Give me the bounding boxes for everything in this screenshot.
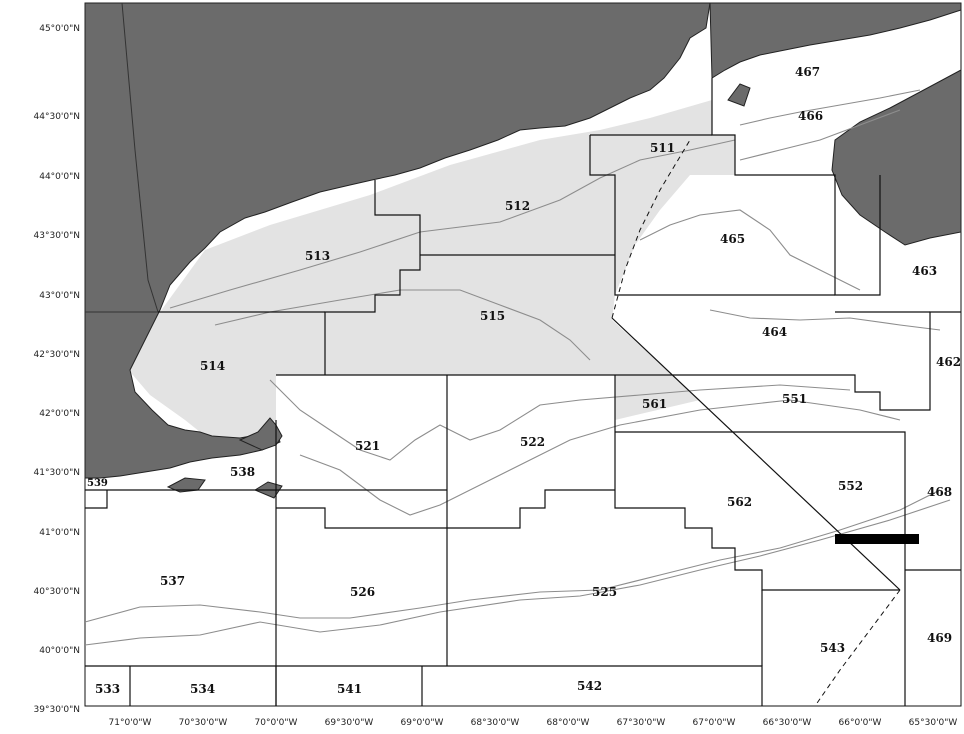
- area-label-542: 542: [577, 679, 602, 693]
- gulf-of-maine-region: [120, 100, 735, 440]
- lat-label: 41°30'0"N: [34, 468, 80, 478]
- eez-dashed-line: [611, 139, 901, 707]
- area-label-525: 525: [592, 585, 617, 599]
- area-label-533: 533: [95, 682, 120, 696]
- area-label-534: 534: [190, 682, 215, 696]
- area-label-464: 464: [762, 325, 787, 339]
- area-label-469: 469: [927, 631, 952, 645]
- area-boundaries: [85, 78, 961, 706]
- marthas-vineyard-island: [166, 477, 206, 493]
- us-mainland-land: [84, 2, 711, 479]
- area-labels: 467 466 511 512 465 463 513 515 464 462 …: [87, 65, 961, 696]
- lat-label: 42°0'0"N: [39, 409, 80, 419]
- area-label-468: 468: [927, 485, 952, 499]
- area-label-465: 465: [720, 232, 745, 246]
- area-label-526: 526: [350, 585, 375, 599]
- area-label-539: 539: [87, 478, 108, 489]
- cape-cod-land: [238, 417, 283, 451]
- depth-contour: [214, 289, 591, 361]
- state-border: [121, 2, 159, 313]
- lon-label: 69°30'0"W: [325, 718, 374, 728]
- lon-label: 68°0'0"W: [547, 718, 590, 728]
- area-label-463: 463: [912, 264, 937, 278]
- scale-bar: [835, 534, 919, 544]
- lon-label: 65°30'0"W: [909, 718, 958, 728]
- lon-label: 66°30'0"W: [763, 718, 812, 728]
- lat-label: 44°0'0"N: [39, 172, 80, 182]
- lon-label: 71°0'0"W: [109, 718, 152, 728]
- lat-label: 42°30'0"N: [34, 350, 80, 360]
- area-label-512: 512: [505, 199, 530, 213]
- area-label-538: 538: [230, 465, 255, 479]
- area-label-462: 462: [936, 355, 961, 369]
- lat-label: 40°30'0"N: [34, 587, 80, 597]
- area-label-541: 541: [337, 682, 362, 696]
- lon-label: 67°30'0"W: [617, 718, 666, 728]
- longitude-labels: 71°0'0"W 70°30'0"W 70°0'0"W 69°30'0"W 69…: [109, 718, 958, 728]
- lat-label: 43°30'0"N: [34, 231, 80, 241]
- lon-label: 69°0'0"W: [401, 718, 444, 728]
- area-label-514: 514: [200, 359, 225, 373]
- depth-contour: [84, 499, 951, 646]
- lat-label: 43°0'0"N: [39, 291, 80, 301]
- lat-label: 45°0'0"N: [39, 24, 80, 34]
- depth-contour: [639, 209, 861, 291]
- area-label-466: 466: [798, 109, 823, 123]
- lat-label: 39°30'0"N: [34, 705, 80, 715]
- area-label-521: 521: [355, 439, 380, 453]
- depth-contour: [299, 399, 901, 516]
- grand-manan-island: [727, 83, 751, 107]
- area-label-537: 537: [160, 574, 185, 588]
- area-label-543: 543: [820, 641, 845, 655]
- lat-label: 44°30'0"N: [34, 112, 80, 122]
- area-label-511: 511: [650, 141, 675, 155]
- area-label-551: 551: [782, 392, 807, 406]
- depth-contour: [84, 489, 941, 623]
- lon-label: 70°30'0"W: [179, 718, 228, 728]
- area-label-467: 467: [795, 65, 820, 79]
- area-label-562: 562: [727, 495, 752, 509]
- depth-contour: [169, 139, 736, 309]
- depth-contour: [739, 89, 921, 126]
- depth-contour: [269, 379, 851, 461]
- area-label-552: 552: [838, 479, 863, 493]
- area-label-513: 513: [305, 249, 330, 263]
- lat-label: 41°0'0"N: [39, 528, 80, 538]
- latitude-labels: 45°0'0"N 44°30'0"N 44°0'0"N 43°30'0"N 43…: [34, 24, 80, 715]
- nova-scotia-land: [831, 69, 962, 246]
- lon-label: 66°0'0"W: [839, 718, 882, 728]
- area-label-522: 522: [520, 435, 545, 449]
- new-brunswick-land: [709, 2, 962, 79]
- lon-label: 68°30'0"W: [471, 718, 520, 728]
- area-label-515: 515: [480, 309, 505, 323]
- lon-label: 70°0'0"W: [255, 718, 298, 728]
- depth-contour: [709, 309, 941, 331]
- depth-contour: [739, 109, 901, 161]
- lat-label: 40°0'0"N: [39, 646, 80, 656]
- lon-label: 67°0'0"W: [693, 718, 736, 728]
- area-label-561: 561: [642, 397, 667, 411]
